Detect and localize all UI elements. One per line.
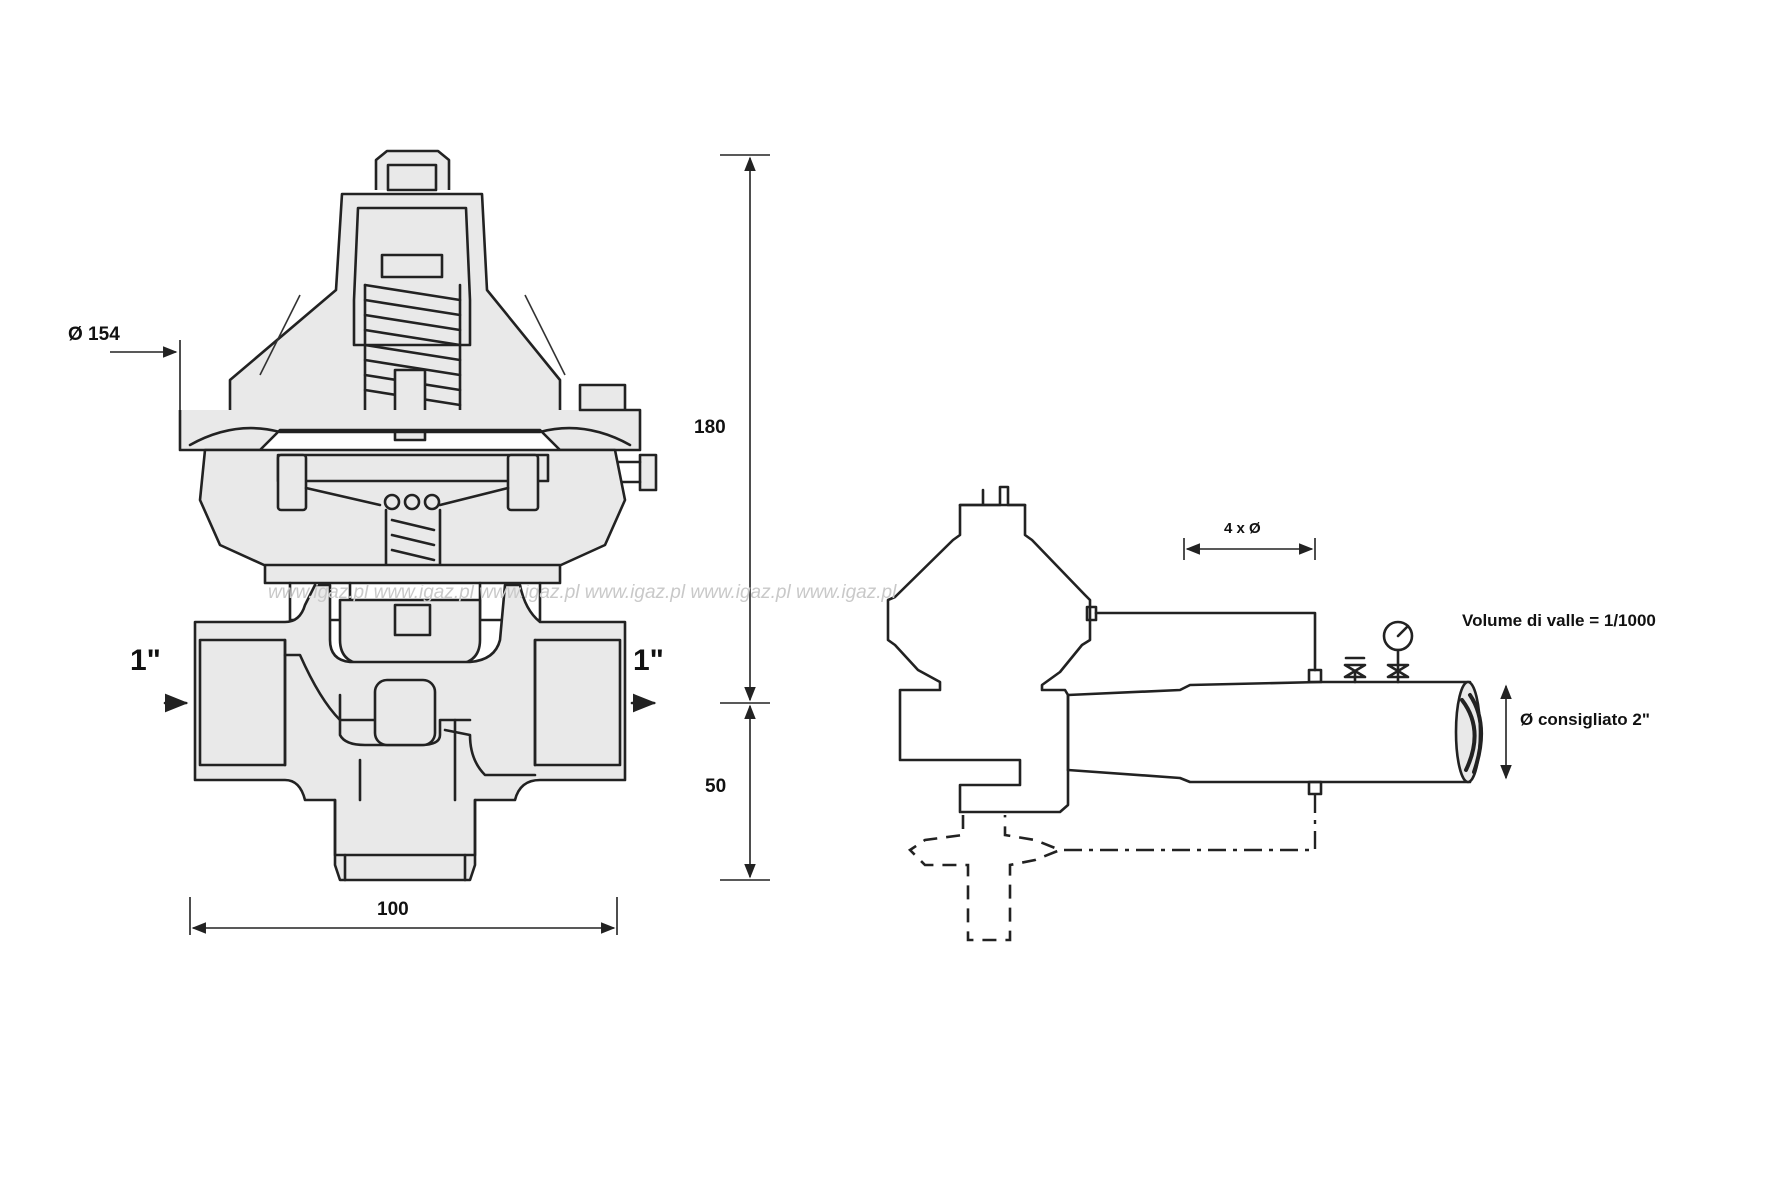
- regulator-section-view: [163, 149, 658, 882]
- diameter-dimension: Ø 154: [68, 324, 181, 410]
- top-cap: [374, 149, 451, 190]
- sensing-line: [1094, 611, 1317, 672]
- width-label: 100: [377, 899, 409, 920]
- valve-symbol: [1343, 656, 1367, 684]
- pressure-gauge-icon: [1382, 620, 1414, 684]
- lever-mechanism: [276, 453, 550, 577]
- installation-schematic: 4 x Ø Ø consigliato 2" Volume di valle =…: [886, 485, 1656, 942]
- downstream-volume-label: Volume di valle = 1/1000: [1462, 611, 1656, 630]
- width-dimension: 100: [189, 897, 618, 935]
- alternate-sensing-line: [1060, 795, 1317, 852]
- height-dimensions: 180 50: [694, 154, 770, 881]
- sensing-tap: [1307, 668, 1323, 684]
- valve-plug: [373, 678, 437, 747]
- alternate-position-outline: [907, 815, 1064, 942]
- inlet-size-label: 1": [130, 644, 161, 677]
- regulator-outline: [886, 485, 1092, 814]
- valve-seat: [338, 598, 482, 667]
- downstream-pipe: [1066, 680, 1472, 784]
- diameter-label: Ø 154: [68, 324, 120, 345]
- outlet-size-label: 1": [633, 644, 664, 677]
- pipe-diameter-label: Ø consigliato 2": [1520, 710, 1650, 729]
- lower-height-label: 50: [705, 776, 726, 797]
- spring: [363, 253, 462, 442]
- neck-plate: [263, 563, 562, 585]
- watermark: www.igaz.pl www.igaz.pl www.igaz.pl www.…: [268, 582, 897, 603]
- total-height-label: 180: [694, 417, 726, 438]
- spacing-dimension: 4 x Ø: [1183, 520, 1316, 560]
- pipe-diameter-dimension: Ø consigliato 2": [1500, 684, 1650, 780]
- spacing-label: 4 x Ø: [1224, 520, 1261, 537]
- valve-body: [193, 583, 627, 882]
